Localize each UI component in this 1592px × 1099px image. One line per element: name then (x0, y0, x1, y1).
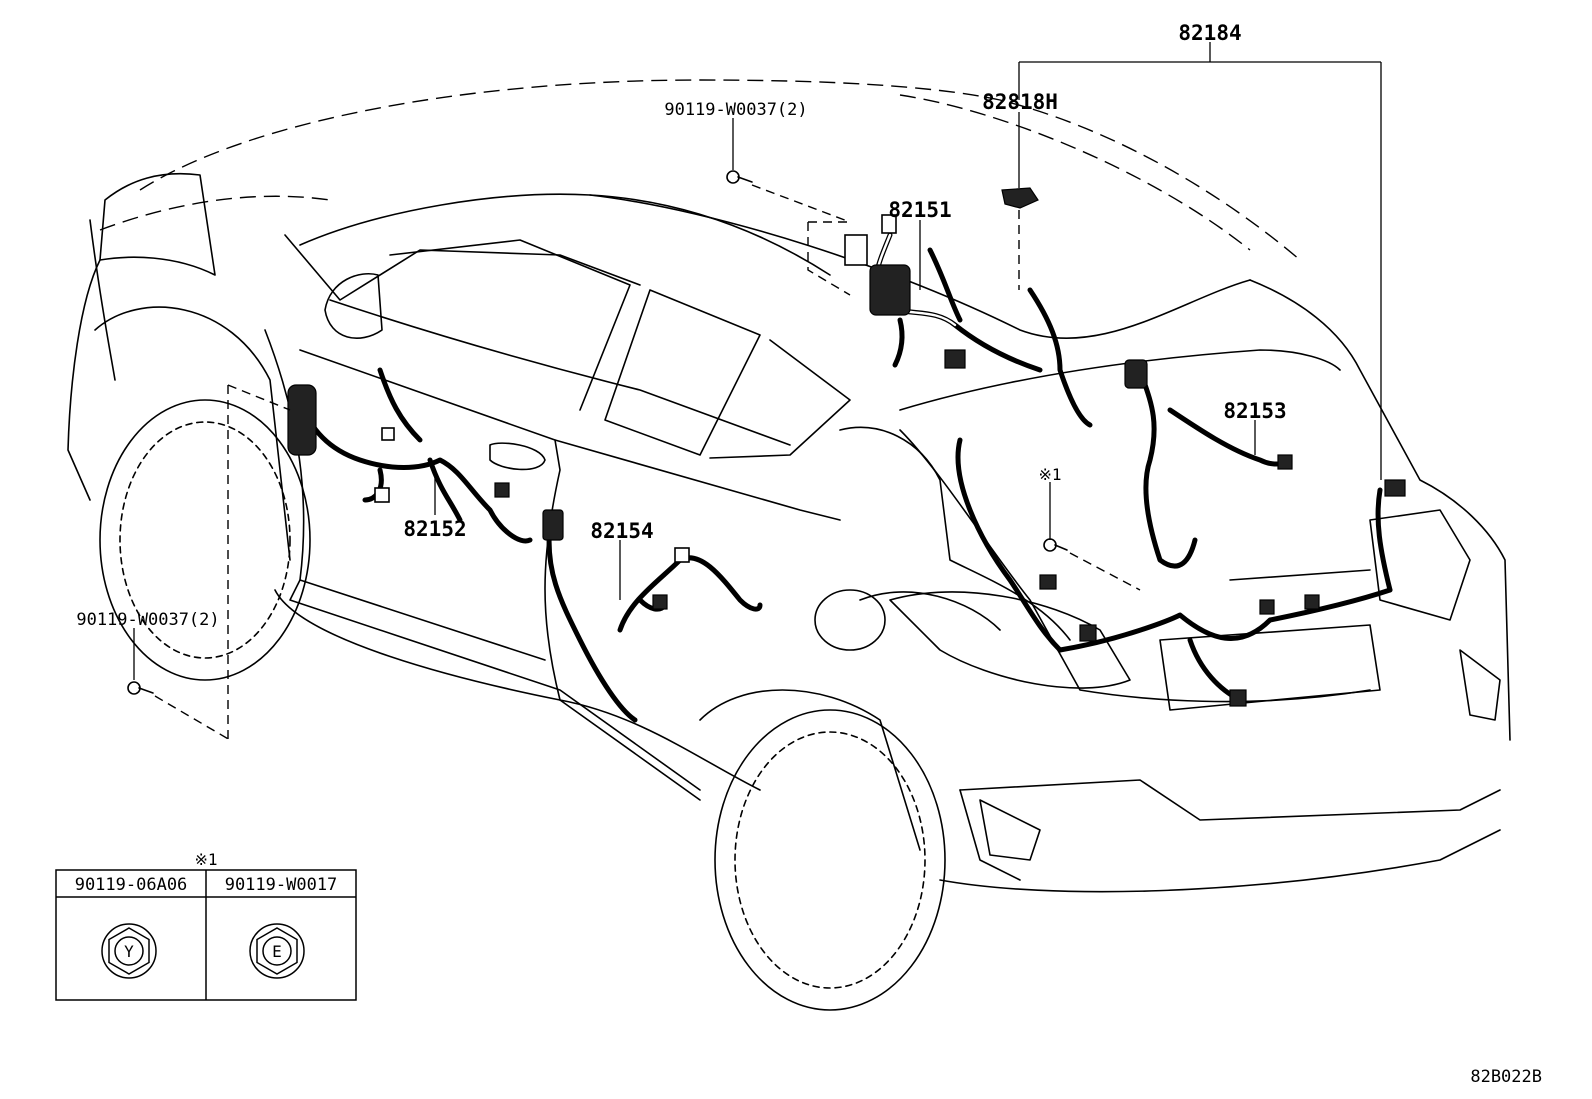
legend-symbol-y: Y (124, 942, 134, 961)
bolt-left (127, 681, 231, 741)
harness-82154 (542, 509, 763, 723)
label-82184: 82184 (1178, 21, 1241, 45)
figure-code: 82B022B (1470, 1067, 1542, 1087)
legend-symbol-e: E (272, 942, 282, 961)
label-82151: 82151 (888, 198, 951, 222)
legend-note-mark: ※1 (194, 850, 217, 869)
harness-82153 (1124, 359, 1293, 569)
label-82153: 82153 (1223, 399, 1286, 423)
label-note-mark: ※1 (1038, 465, 1061, 484)
bolt-head-y-icon: Y (101, 923, 157, 979)
part-82818h (1001, 187, 1039, 209)
bolt-head-e-icon: E (249, 923, 305, 979)
label-82154: 82154 (590, 519, 653, 543)
bolt-top (726, 170, 851, 223)
label-82152: 82152 (403, 517, 466, 541)
harness-82184 (955, 287, 1406, 707)
fastener-legend-table: ※1 90119-06A06 90119-W0017 Y E (55, 850, 357, 1001)
label-bolt-left: 90119-W0037(2) (76, 610, 219, 630)
harness-82152 (287, 367, 546, 544)
label-82818h: 82818H (982, 90, 1058, 114)
legend-col2-header: 90119-W0017 (225, 875, 338, 895)
car-body-outline (67, 79, 1511, 1011)
dashed-guide-lines (227, 210, 1020, 740)
legend-col1-header: 90119-06A06 (75, 875, 188, 895)
harness-82151 (844, 214, 1043, 373)
label-bolt-top: 90119-W0037(2) (664, 100, 807, 120)
bolt-right (1043, 538, 1141, 591)
leader-lines (133, 42, 1382, 680)
